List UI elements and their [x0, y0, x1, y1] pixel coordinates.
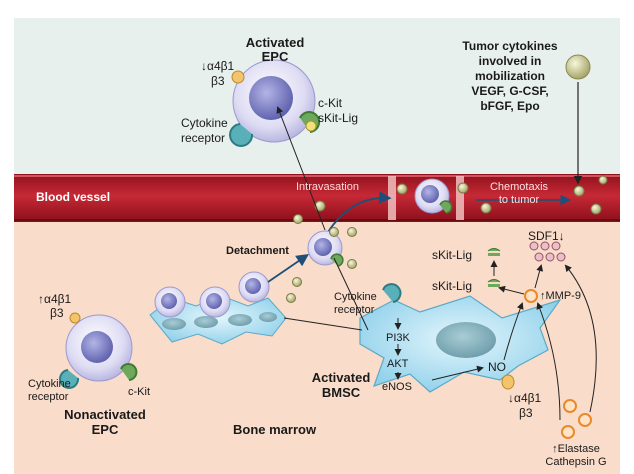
activated-epc-integrin: ↓α4β1 [201, 59, 235, 73]
bmsc-cytokine: Cytokine [334, 291, 377, 303]
intravasation-arrow [327, 191, 392, 233]
detachment-label: Detachment [226, 245, 289, 257]
tumor-line-1: Tumor cytokines [462, 39, 558, 53]
cytokine-receptor-icon [229, 123, 254, 147]
mobilization-arrow [276, 106, 326, 231]
circulating-epc-cell [414, 178, 453, 214]
nonactivated-epc-cell [59, 312, 138, 389]
blood-vessel-band [14, 174, 620, 222]
skit-ligand-icon [305, 120, 317, 132]
bmsc-title-2: BMSC [321, 385, 361, 400]
tumor-cytokine-icon [565, 54, 591, 80]
pi3k-label: PI3K [386, 332, 410, 344]
activated-epc-ckit: c-Kit [318, 96, 342, 110]
activated-epc-cell [229, 59, 321, 147]
tumor-line-3: mobilization [475, 69, 545, 83]
bmsc-integrin-icon [501, 374, 515, 390]
nonactivated-integrin: ↑α4β1 [38, 292, 72, 306]
activated-bmsc-cell [359, 283, 562, 393]
circulation-region [14, 18, 620, 174]
activated-epc-integrin-2: β3 [211, 74, 225, 88]
bmsc-title: Activated [311, 370, 371, 385]
bmsc-integrin: ↓α4β1 [508, 391, 542, 405]
mmp9-icon [524, 289, 538, 303]
elastase-label: ↑Elastase [552, 443, 600, 455]
skit-lower-label: sKit-Lig [432, 279, 473, 293]
skit-upper-label: sKit-Lig [432, 248, 473, 262]
vessel-cytokine-particles [314, 175, 608, 215]
enos-to-no-arrow [431, 365, 484, 381]
sdf1-icons [529, 241, 566, 262]
intravasation-label: Intravasation [296, 181, 359, 193]
chemotaxis-label-2: to tumor [498, 194, 540, 206]
tumor-line-5: bFGF, Epo [480, 99, 540, 113]
nonactivated-ckit: c-Kit [128, 386, 150, 398]
bmsc-cytokine-receptor-icon [382, 283, 402, 303]
attached-epc-cells [154, 271, 270, 318]
skit-ligand-icons [487, 248, 501, 287]
elastase-icons [561, 399, 592, 439]
bmsc-cytokine-2: receptor [334, 304, 375, 316]
ckit-icon [120, 363, 138, 381]
activated-epc-cytokine: Cytokine [181, 116, 228, 130]
bone-marrow-label: Bone marrow [233, 422, 317, 437]
tumor-line-4: VEGF, G-CSF, [471, 84, 549, 98]
activated-epc-title-2: EPC [261, 49, 289, 64]
nonactivated-integrin-2: β3 [50, 306, 64, 320]
integrin-icon [69, 312, 81, 324]
chemotaxis-label: Chemotaxis [489, 181, 549, 193]
nonactivated-epc-title-2: EPC [91, 422, 119, 437]
blood-vessel-label: Blood vessel [36, 190, 111, 204]
nonactivated-cytokine: Cytokine [28, 378, 71, 390]
activated-epc-title: Activated [245, 35, 305, 50]
tumor-line-2: involved in [478, 54, 542, 68]
cytokine-receptor-icon [59, 369, 80, 389]
akt-label: AKT [387, 358, 409, 370]
elastase-label-2: Cathepsin G [545, 456, 607, 468]
nonactivated-epc-title: Nonactivated [64, 407, 146, 422]
activated-epc-cytokine-2: receptor [181, 131, 226, 145]
mmp9-label: ↑MMP-9 [540, 290, 581, 302]
nonactivated-cytokine-2: receptor [28, 391, 69, 403]
bmsc-integrin-2: β3 [519, 406, 533, 420]
activated-epc-skit: sKit-Lig [318, 111, 359, 125]
no-label: NO [488, 360, 506, 374]
integrin-icon [231, 70, 245, 84]
enos-label: eNOS [382, 381, 412, 393]
sdf1-label: SDF1↓ [528, 229, 565, 243]
detaching-epc-cell [307, 230, 344, 267]
